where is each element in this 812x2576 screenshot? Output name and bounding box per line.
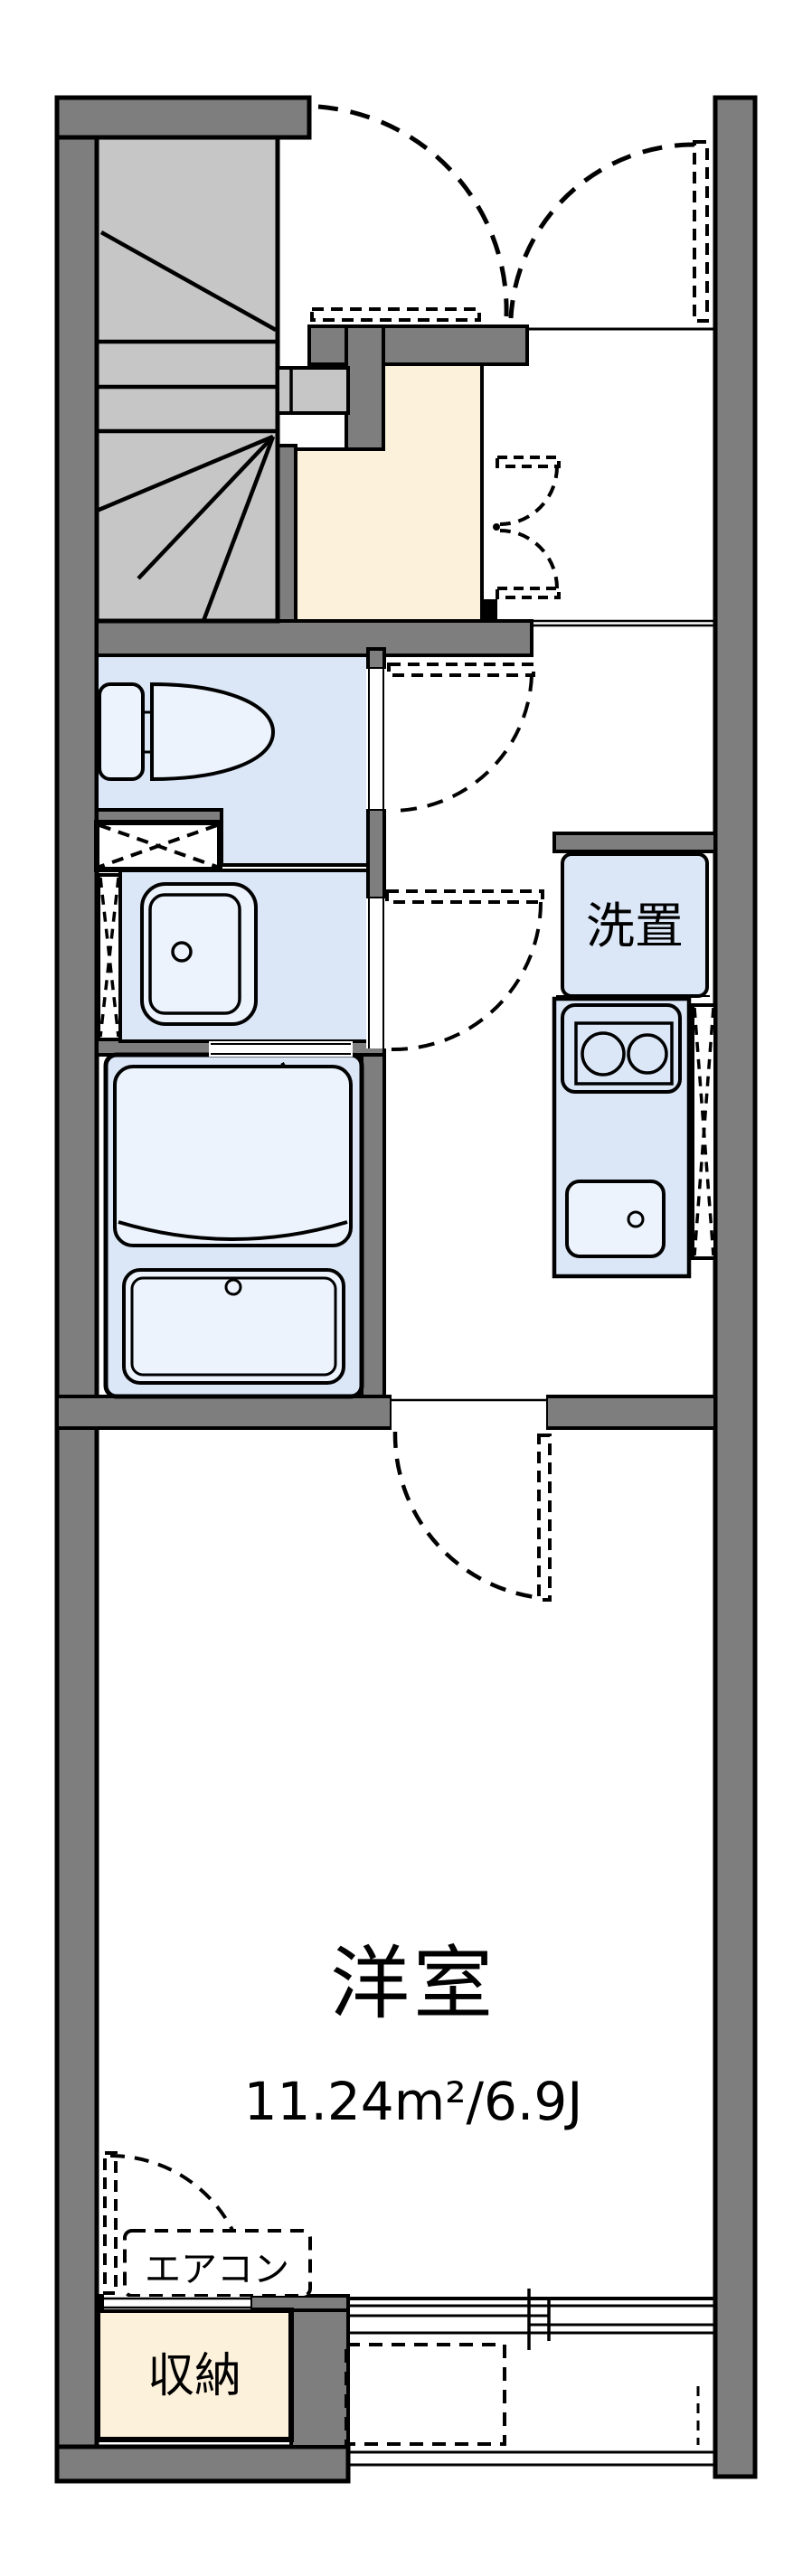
wall-toilet-right-a xyxy=(366,647,386,671)
washbasin-faucet xyxy=(171,941,193,963)
storage-door-stub xyxy=(97,2294,104,2310)
wall-hall-band xyxy=(307,324,529,366)
wall-laundry-top xyxy=(552,832,717,853)
vent-box-x xyxy=(99,823,218,869)
washroom xyxy=(97,869,544,1052)
storage-closet: 収納 xyxy=(95,2294,294,2442)
pipe-shaft-right-x xyxy=(693,1007,715,1256)
balcony xyxy=(345,2333,715,2467)
entry-door-leaf-right xyxy=(693,140,709,323)
bifold-leaf-bottom xyxy=(496,587,561,599)
kitchen-sink xyxy=(565,1180,666,1258)
genkan-step-notch xyxy=(480,599,497,619)
entry-door-arc-left xyxy=(317,104,509,317)
toilet-bowl xyxy=(150,682,276,782)
bifold-pivot-dot xyxy=(493,523,500,531)
wall-room-top-left xyxy=(55,1395,393,1430)
washroom-door-opening xyxy=(366,898,386,1048)
storage-floor xyxy=(95,2308,294,2442)
wall-toilet-right-b xyxy=(366,807,386,900)
bathroom-door-opening xyxy=(209,1041,353,1057)
bathtub-tray-inner xyxy=(130,1276,337,1377)
stove-burner-left xyxy=(581,1031,626,1076)
storage-label: 収納 xyxy=(147,2349,241,2403)
aircon-box xyxy=(123,2229,312,2298)
genkan-floor xyxy=(294,362,484,623)
toilet-room xyxy=(94,653,535,872)
main-room: 洋室 11.24m²/6.9J xyxy=(244,1937,583,2132)
genkan-double-door xyxy=(493,456,561,599)
bifold-arc-top xyxy=(499,465,559,526)
stair-steps xyxy=(96,230,278,622)
stove-burner-right xyxy=(627,1033,668,1075)
entry-door-arc-right xyxy=(508,142,695,319)
wall-genkan-left xyxy=(345,324,385,451)
washbasin-bowl xyxy=(148,893,241,1015)
pipe-shaft-left-x xyxy=(99,877,120,1038)
main-room-door xyxy=(392,1394,552,1602)
toilet-door-opening xyxy=(366,669,386,809)
stair-landing xyxy=(276,366,350,415)
kitchen xyxy=(552,995,717,1279)
interior-walls xyxy=(55,324,717,2449)
washroom-door-arc xyxy=(390,901,543,1052)
outer-walls xyxy=(54,95,758,2484)
stair-area xyxy=(94,135,280,624)
toilet-door-leaf xyxy=(387,663,535,677)
entrance-doors xyxy=(310,104,709,323)
wall-bath-right xyxy=(360,1053,386,1398)
wall-left xyxy=(54,95,99,2484)
entry-door-leaf-left xyxy=(310,307,481,322)
wall-stair-genkan xyxy=(276,444,297,623)
entrance-area xyxy=(294,327,715,627)
wall-bottom xyxy=(54,2444,351,2484)
aircon-and-closet-door: エアコン xyxy=(103,2151,312,2298)
main-room-area-label: 11.24m²/6.9J xyxy=(244,2071,583,2132)
laundry-label: 洗置 xyxy=(586,898,684,954)
bathtub-upper xyxy=(113,1065,353,1247)
main-room-label: 洋室 xyxy=(330,1937,496,2030)
bifold-arc-bottom xyxy=(499,529,559,589)
bathtub-drain xyxy=(224,1278,242,1296)
balcony-equipment-box xyxy=(345,2343,506,2446)
aircon-label: エアコン xyxy=(145,2249,289,2290)
washroom-door-leaf xyxy=(385,889,544,904)
south-window xyxy=(348,2289,715,2350)
toilet-tank xyxy=(98,682,145,781)
wall-wet-separator xyxy=(95,619,533,657)
bifold-leaf-top xyxy=(496,456,561,468)
laundry-space: 洗置 xyxy=(561,852,709,998)
bathtub-ledge-curve xyxy=(118,1220,348,1241)
closet-door-leaf xyxy=(103,2151,118,2295)
wall-room-top-right xyxy=(544,1395,717,1430)
toilet-door-arc xyxy=(392,674,533,813)
main-room-door-arc xyxy=(392,1431,543,1601)
closet-door-arc xyxy=(109,2154,250,2294)
main-room-door-leaf xyxy=(537,1434,552,1602)
kitchen-sink-drain xyxy=(627,1210,645,1228)
wall-top xyxy=(54,95,312,140)
storage-door-opening xyxy=(104,2297,250,2309)
staircase xyxy=(94,135,350,624)
wall-right xyxy=(713,95,758,2479)
bathroom xyxy=(103,1041,364,1399)
wall-closet-block-b xyxy=(289,2308,350,2449)
